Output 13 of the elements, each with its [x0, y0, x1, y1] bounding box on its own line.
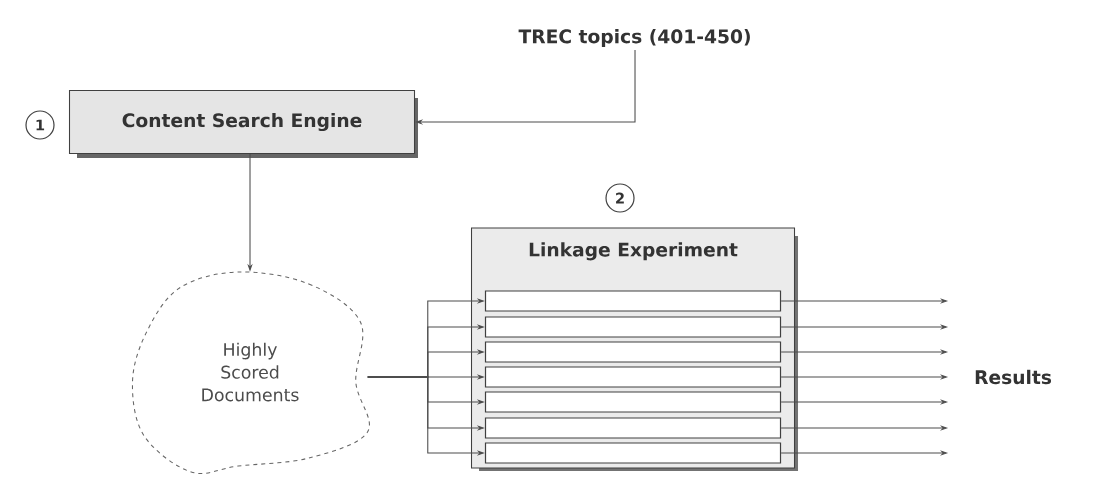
heading-text: TREC topics (401-450)	[518, 29, 750, 48]
result-bar	[484, 290, 782, 312]
result-bar	[484, 442, 782, 464]
result-bar	[484, 366, 782, 388]
result-bar	[484, 341, 782, 363]
step-number: 1	[25, 110, 55, 140]
result-bar	[484, 417, 782, 439]
result-bar	[484, 316, 782, 338]
step-number: 2	[605, 183, 635, 213]
process-box: Content Search Engine	[68, 89, 418, 158]
result-bar	[484, 391, 782, 413]
document-cloud: Highly Scored Documents	[131, 271, 370, 475]
text-label: Results	[975, 369, 1052, 385]
